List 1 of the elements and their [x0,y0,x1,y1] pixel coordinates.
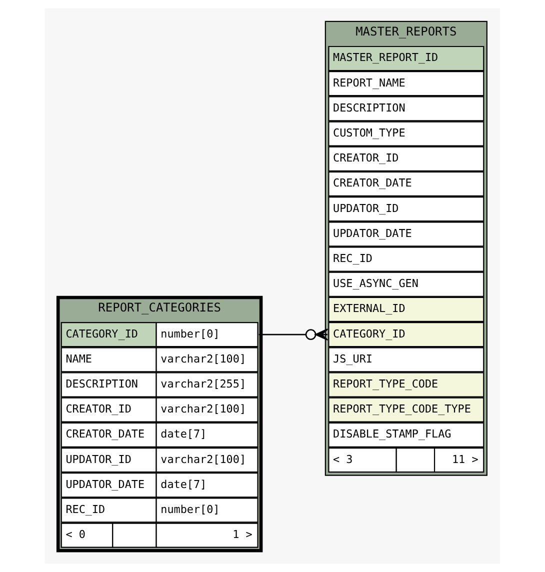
connector [258,328,328,341]
